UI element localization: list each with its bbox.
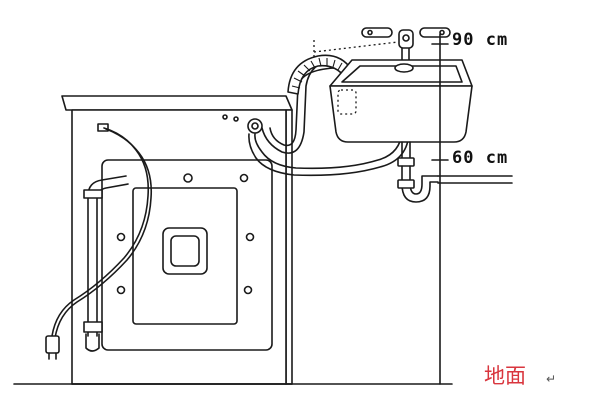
sink-bowl: [329, 85, 473, 143]
machine-side-panel: [285, 109, 293, 385]
machine-body: [71, 109, 287, 385]
supply-hose: [248, 47, 410, 177]
height-reference: [13, 33, 453, 385]
power-plug: [45, 335, 60, 360]
cord-clip: [97, 123, 109, 132]
p-trap: [401, 165, 439, 203]
access-cover: [162, 227, 208, 275]
tap-right-icon: [419, 27, 451, 38]
water-inlet-fitting: [247, 118, 263, 134]
floor-label: 地面: [484, 364, 526, 388]
screw-holes: [116, 114, 255, 295]
drain-hose: [261, 40, 399, 154]
height-60-label: 60 cm: [452, 148, 509, 168]
drain-pipe-left: [83, 175, 129, 352]
return-mark: ↵: [546, 372, 557, 386]
machine-back-plate: [132, 187, 238, 325]
wall-taps: [361, 27, 451, 49]
machine-top-panel: [61, 95, 293, 111]
washing-machine: [45, 95, 293, 385]
height-90-label: 90 cm: [452, 30, 509, 50]
tap-left-icon: [361, 27, 393, 38]
access-cover-inner: [170, 235, 200, 267]
faucet-icon: [398, 29, 414, 49]
machine-back-frame: [101, 159, 273, 351]
utility-sink: [329, 59, 513, 203]
